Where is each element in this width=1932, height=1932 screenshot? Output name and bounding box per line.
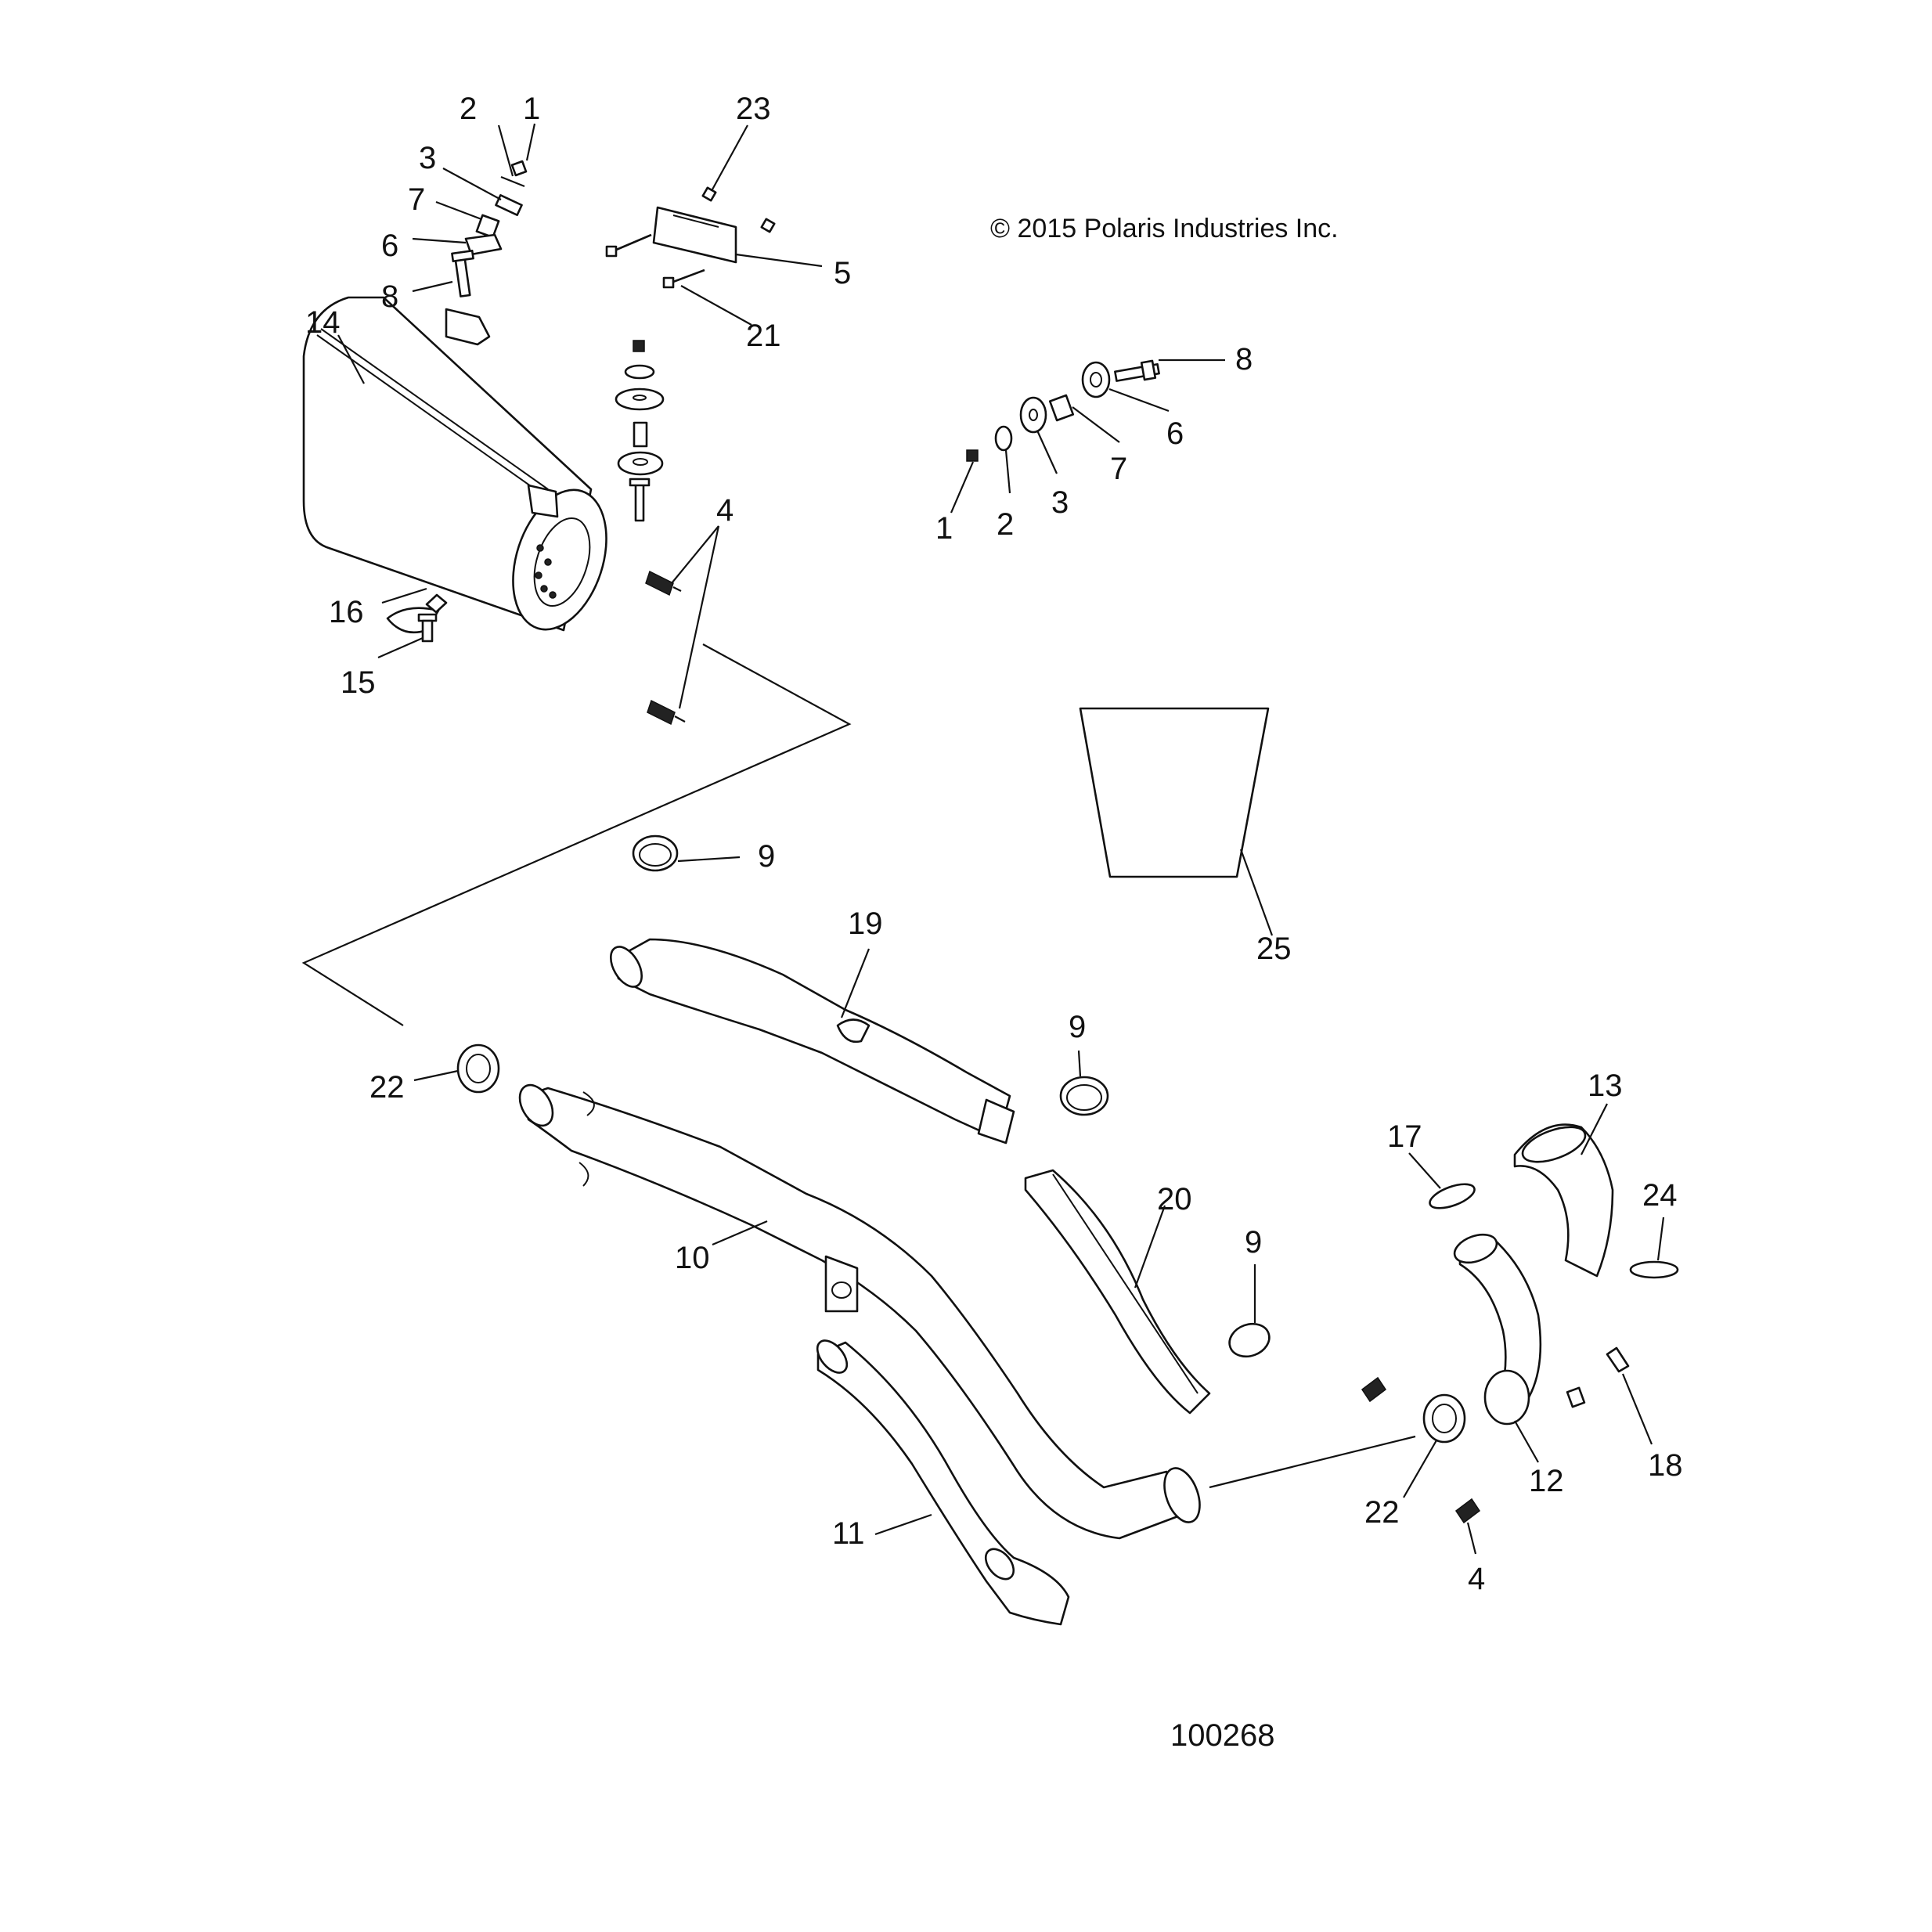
pipe-10 — [518, 1083, 1201, 1540]
callout-6: 6 — [381, 229, 398, 263]
figure-number: 100268 — [1170, 1718, 1274, 1753]
callout-11: 11 — [832, 1516, 865, 1551]
gasket-22b — [1422, 1393, 1466, 1444]
callout-25: 25 — [1256, 932, 1292, 966]
callout-3-right: 3 — [1051, 485, 1069, 520]
mount-hardware-left — [451, 160, 528, 297]
springs-lower — [1361, 1376, 1481, 1524]
callout-12: 12 — [1529, 1464, 1564, 1498]
callout-labels: 1 2 3 7 6 8 23 5 21 14 4 16 15 8 6 7 3 2… — [305, 92, 1683, 1596]
callout-9-mid: 9 — [1069, 1010, 1086, 1044]
pipe-12 — [1453, 1233, 1542, 1426]
gasket-22a — [456, 1043, 500, 1094]
copyright-text: © 2015 Polaris Industries Inc. — [990, 214, 1339, 243]
clamp-9a — [632, 834, 679, 872]
assembly-leader-line — [301, 643, 852, 1026]
callout-leaders — [337, 123, 1665, 1555]
callout-14: 14 — [305, 305, 341, 340]
callout-13: 13 — [1588, 1069, 1623, 1103]
callout-8: 8 — [381, 279, 398, 314]
callout-9-top: 9 — [758, 839, 775, 874]
callout-9-right: 9 — [1245, 1225, 1262, 1260]
gasket-17 — [1429, 1183, 1476, 1209]
callout-22-left: 22 — [369, 1070, 405, 1105]
callout-21: 21 — [746, 319, 781, 353]
muffler — [302, 296, 607, 634]
muffler-bolt — [417, 593, 448, 643]
callout-6-right: 6 — [1166, 416, 1184, 451]
callout-20: 20 — [1157, 1182, 1192, 1217]
callout-7: 7 — [408, 182, 425, 217]
callout-4-bottom: 4 — [1468, 1562, 1485, 1596]
grommet-stack — [615, 340, 665, 522]
callout-10: 10 — [675, 1241, 710, 1275]
pipe-11 — [816, 1339, 1070, 1626]
heat-shield-template — [1079, 707, 1270, 878]
callout-19: 19 — [848, 907, 883, 941]
callout-23: 23 — [736, 92, 771, 126]
clamp-9c — [1228, 1322, 1271, 1358]
clamp-9b — [1059, 1076, 1109, 1116]
callout-16: 16 — [329, 595, 364, 629]
callout-2: 2 — [460, 92, 477, 126]
callout-24: 24 — [1642, 1178, 1678, 1213]
callout-1: 1 — [523, 92, 540, 126]
callout-1-right: 1 — [935, 511, 953, 546]
callout-8-right: 8 — [1235, 342, 1253, 377]
clamp-24 — [1629, 1260, 1679, 1279]
callout-2-right: 2 — [997, 507, 1014, 542]
callout-22-right: 22 — [1364, 1495, 1400, 1530]
callout-17: 17 — [1387, 1119, 1422, 1154]
sensor-18 — [1566, 1346, 1630, 1408]
callout-18: 18 — [1648, 1448, 1683, 1483]
callout-3: 3 — [419, 141, 436, 175]
callout-7-right: 7 — [1110, 452, 1127, 486]
callout-4: 4 — [716, 493, 734, 528]
muffler-bracket — [605, 186, 776, 289]
mount-hardware-right — [966, 359, 1160, 462]
springs-upper — [645, 570, 686, 726]
pipe-20 — [1024, 1169, 1211, 1415]
pipe-19 — [610, 938, 1015, 1144]
callout-15: 15 — [341, 665, 376, 700]
callout-5: 5 — [834, 256, 851, 290]
flange-13 — [1513, 1123, 1614, 1278]
